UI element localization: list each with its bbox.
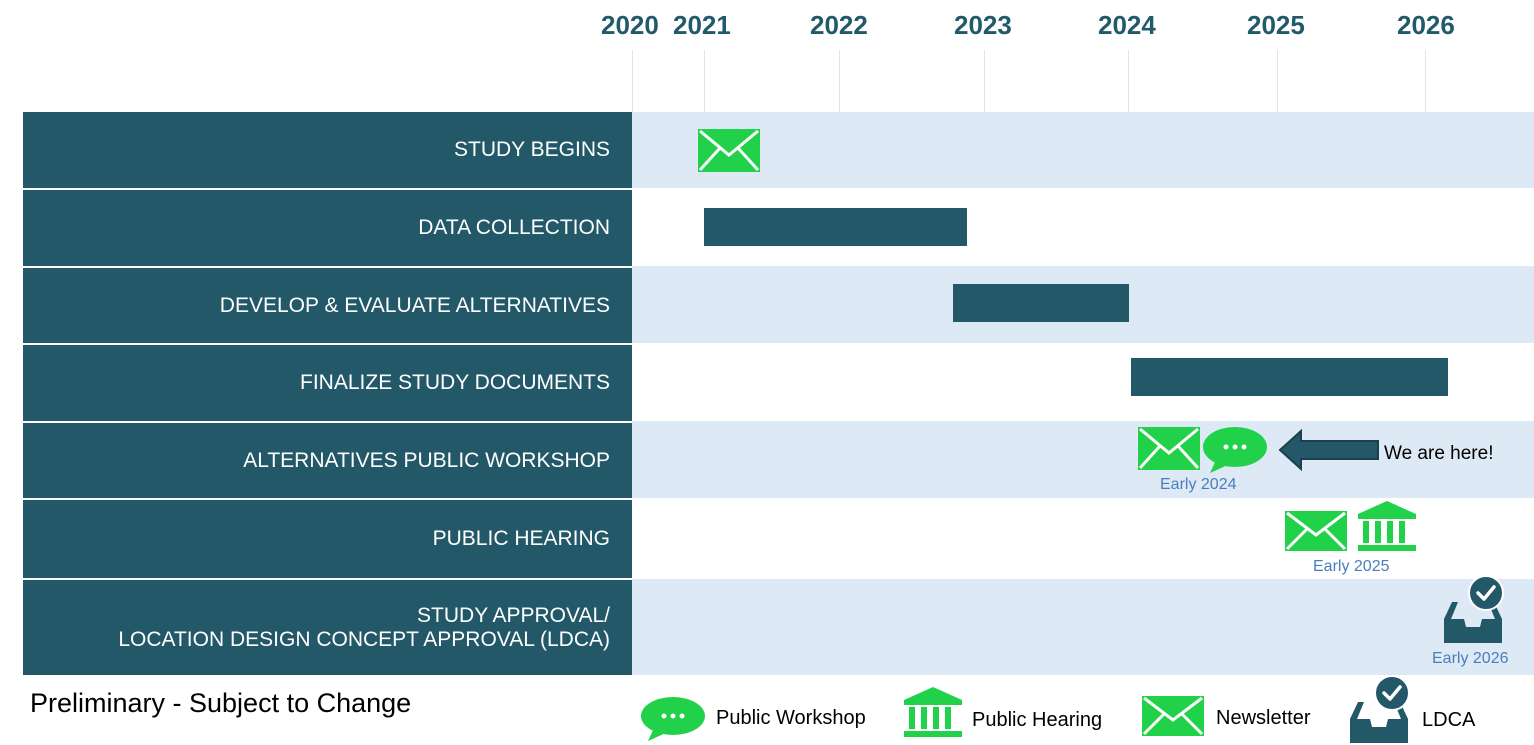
task-label-study-approval: STUDY APPROVAL/ LOCATION DESIGN CONCEPT … [23,580,632,675]
task-label-line: LOCATION DESIGN CONCEPT APPROVAL (LDCA) [118,627,610,651]
task-label-text: DEVELOP & EVALUATE ALTERNATIVES [219,293,610,317]
hearing-caption: Early 2025 [1313,558,1390,575]
legend-ldca-label: LDCA [1422,709,1476,731]
year-divider [839,50,840,112]
year-2025: 2025 [1247,10,1305,40]
year-2023: 2023 [954,10,1012,40]
year-divider [1425,50,1426,112]
bar-data-collection [704,208,967,246]
legend-newsletter-label: Newsletter [1216,707,1311,729]
task-label-public-hearing: PUBLIC HEARING [23,500,632,580]
envelope-icon [1285,511,1347,551]
ldca-caption: Early 2026 [1432,650,1509,667]
year-divider [704,50,705,112]
legend-hearing-label: Public Hearing [972,709,1103,731]
year-2022: 2022 [810,10,868,40]
year-divider [632,50,633,112]
year-2024: 2024 [1098,10,1156,40]
year-divider [984,50,985,112]
we-are-here-label: We are here! [1384,443,1494,464]
workshop-caption: Early 2024 [1160,476,1237,493]
bar-finalize-documents [1131,358,1448,396]
row-band [632,112,1534,188]
task-label-study-begins: STUDY BEGINS [23,112,632,190]
envelope-icon [1138,427,1200,470]
inbox-check-icon [1350,675,1410,743]
task-label-text: STUDY BEGINS [454,138,610,161]
year-divider [1277,50,1278,112]
envelope-icon [698,129,760,172]
task-label-line: STUDY APPROVAL/ [417,603,610,627]
bar-develop-alternatives [953,284,1129,322]
courthouse-icon [904,687,962,737]
legend-workshop-label: Public Workshop [716,707,866,729]
row-band [632,421,1534,498]
task-label-text: STUDY APPROVAL/ LOCATION DESIGN CONCEPT … [118,604,610,652]
year-divider [1128,50,1129,112]
year-2026: 2026 [1397,10,1455,40]
courthouse-icon [1358,501,1416,551]
left-arrow-icon [1278,429,1379,471]
task-label-text: ALTERNATIVES PUBLIC WORKSHOP [243,448,610,472]
speech-bubble-icon [641,697,705,741]
envelope-icon [1142,696,1204,736]
task-label-text: PUBLIC HEARING [432,527,610,550]
task-label-public-workshop: ALTERNATIVES PUBLIC WORKSHOP [23,423,632,500]
task-label-data-collection: DATA COLLECTION [23,190,632,268]
preliminary-note: Preliminary - Subject to Change [30,688,412,718]
speech-bubble-icon [1203,427,1267,473]
year-2020: 2020 [601,10,659,40]
task-label-text: DATA COLLECTION [418,216,610,239]
year-2021: 2021 [673,10,731,40]
row-band [632,579,1534,675]
task-label-text: FINALIZE STUDY DOCUMENTS [300,371,610,394]
task-label-develop-alternatives: DEVELOP & EVALUATE ALTERNATIVES [23,268,632,345]
inbox-check-icon [1444,575,1504,643]
task-label-finalize-documents: FINALIZE STUDY DOCUMENTS [23,345,632,423]
